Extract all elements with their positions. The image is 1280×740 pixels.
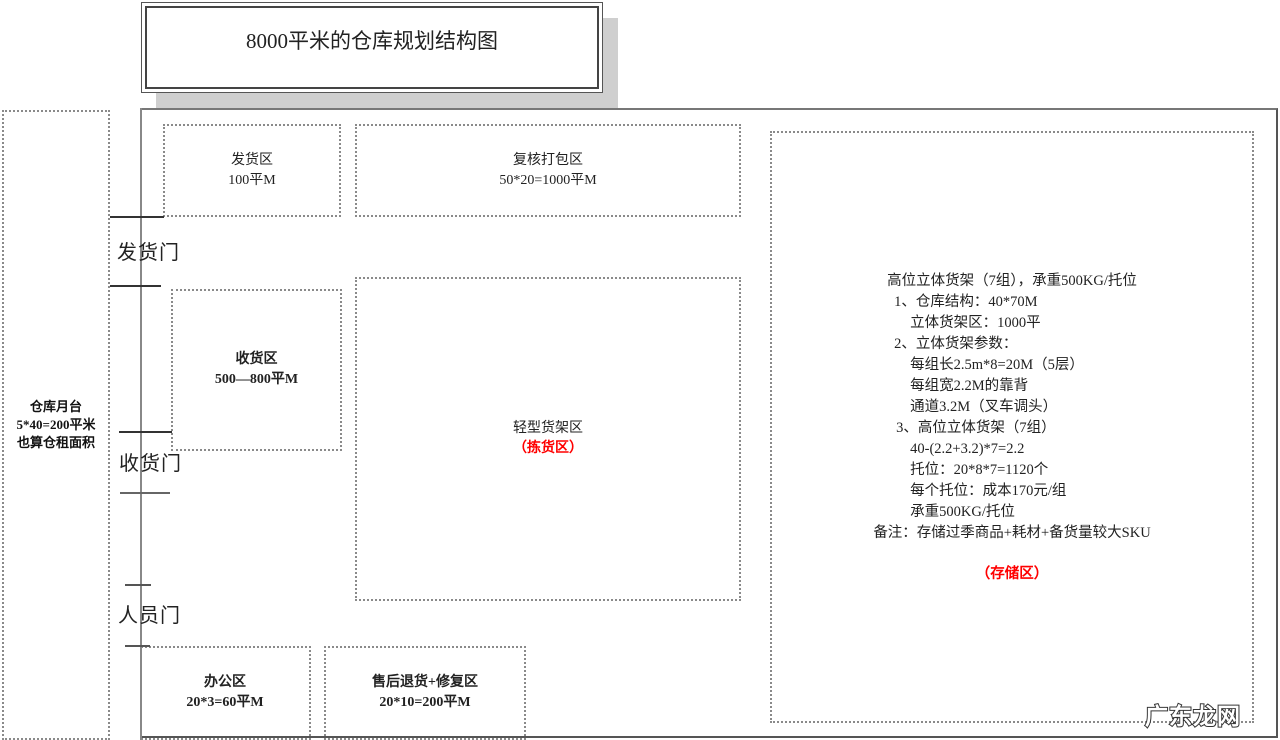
storage-line-9: 托位：20*8*7=1120个	[910, 462, 1049, 478]
returns-area-zone: 售后退货+修复区 20*10=200平M	[324, 646, 526, 740]
picking-area-tag: （拣货区）	[513, 441, 583, 456]
storage-line-5: 每组宽2.2M的靠背	[910, 378, 1029, 394]
receiving-door-bottom-line	[120, 492, 170, 494]
shipping-area-name: 发货区	[231, 152, 273, 168]
receiving-area-name: 收货区	[235, 352, 278, 367]
returns-area-size: 20*10=200平M	[379, 695, 471, 710]
storage-note: 备注：存储过季商品+耗材+备货量较大SKU	[873, 525, 1151, 541]
storage-line-10: 每个托位：成本170元/组	[910, 483, 1067, 499]
office-area-size: 20*3=60平M	[186, 695, 264, 710]
staff-door-top-line	[125, 584, 151, 586]
storage-line-8: 40-(2.2+3.2)*7=2.2	[910, 441, 1025, 457]
platform-label-2: 5*40=200平米	[16, 417, 96, 432]
office-area-name: 办公区	[204, 675, 246, 690]
packing-area-zone: 复核打包区 50*20=1000平M	[355, 124, 741, 217]
storage-line-3: 2、立体货架参数：	[894, 336, 1018, 352]
receiving-door-label: 收货门	[119, 451, 182, 475]
watermark-logo: 广东龙网	[1144, 703, 1241, 731]
staff-door-bottom-line	[125, 645, 150, 647]
storage-line-1: 1、仓库结构：40*70M	[894, 294, 1038, 310]
warehouse-front-wall	[140, 108, 142, 740]
platform-label-1: 仓库月台	[29, 399, 82, 414]
page-title: 8000平米的仓库规划结构图	[145, 6, 599, 89]
storage-area-tag: （存储区）	[975, 566, 1049, 582]
receiving-door-top-line	[119, 431, 172, 433]
receiving-area-zone: 收货区 500—800平M	[171, 289, 342, 451]
packing-area-name: 复核打包区	[513, 152, 583, 168]
loading-platform-zone: 仓库月台 5*40=200平米 也算仓租面积	[2, 110, 110, 740]
storage-line-6: 通道3.2M（叉车调头）	[910, 399, 1058, 415]
staff-door-label: 人员门	[118, 603, 181, 627]
storage-area-zone: 高位立体货架（7组），承重500KG/托位 1、仓库结构：40*70M 立体货架…	[770, 131, 1254, 723]
shipping-door-bottom-line	[110, 285, 161, 287]
shipping-area-zone: 发货区 100平M	[163, 124, 341, 217]
returns-area-name: 售后退货+修复区	[372, 675, 478, 690]
shipping-door-label: 发货门	[117, 240, 180, 264]
light-shelf-area-name: 轻型货架区	[513, 421, 583, 436]
light-shelf-area-zone: 轻型货架区 （拣货区）	[355, 277, 741, 601]
packing-area-size: 50*20=1000平M	[499, 172, 597, 188]
platform-label-3: 也算仓租面积	[16, 435, 95, 450]
receiving-area-size: 500—800平M	[214, 372, 299, 387]
office-area-zone: 办公区 20*3=60平M	[141, 646, 311, 740]
storage-line-2: 立体货架区：1000平	[910, 315, 1041, 331]
storage-line-7: 3、高位立体货架（7组）	[896, 420, 1056, 436]
warehouse-outer-wall	[141, 108, 1278, 738]
storage-line-4: 每组长2.5m*8=20M（5层）	[910, 357, 1084, 373]
storage-heading: 高位立体货架（7组），承重500KG/托位	[887, 273, 1137, 289]
shipping-door-top-line	[110, 216, 164, 218]
title-box: 8000平米的仓库规划结构图	[141, 2, 603, 93]
shipping-area-size: 100平M	[228, 172, 276, 188]
storage-line-11: 承重500KG/托位	[910, 504, 1015, 520]
